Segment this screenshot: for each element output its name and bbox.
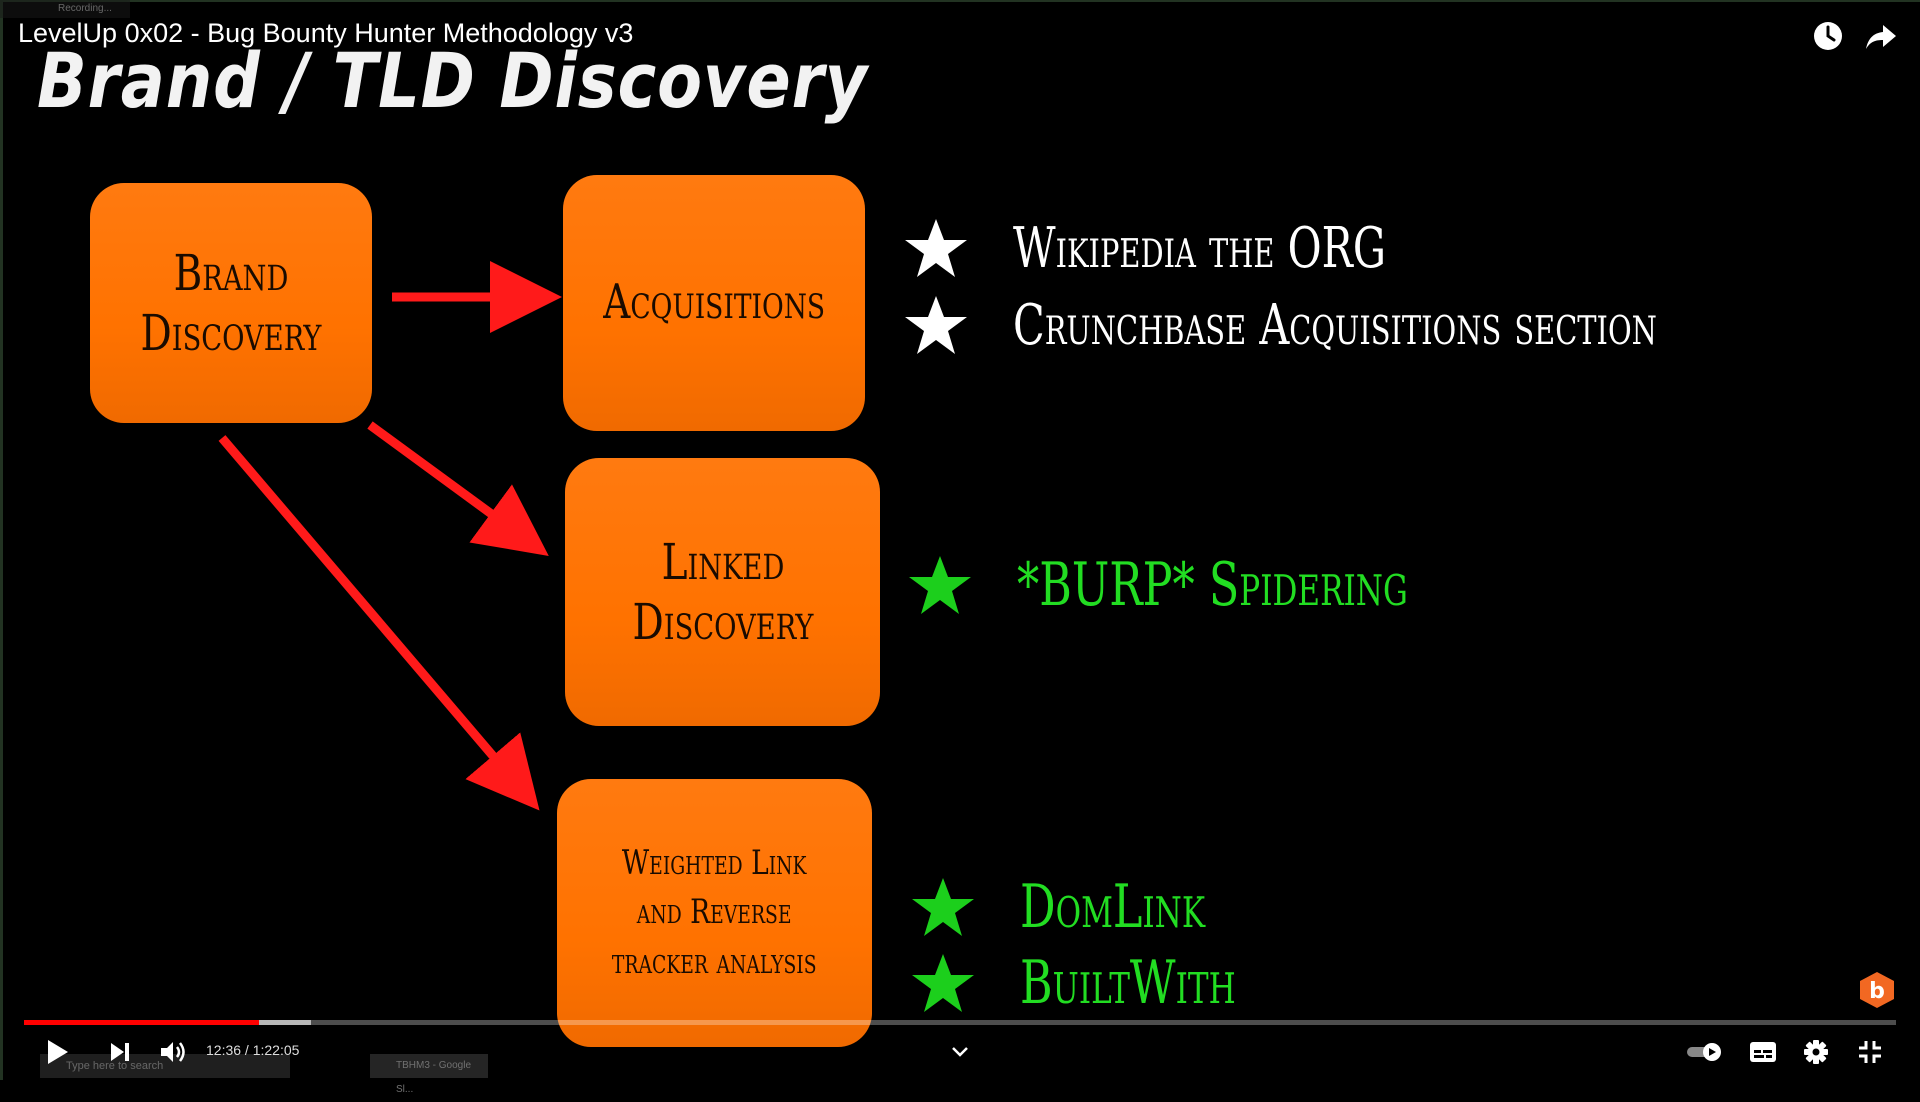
bullet-text: BuiltWith [1020,948,1236,1018]
exit-fullscreen-button[interactable] [1850,1030,1890,1074]
weighted-link-box: Weighted Link and Reverse tracker analys… [557,779,872,1047]
box-line: Weighted Link [622,843,807,884]
autoplay-toggle-icon [1687,1043,1721,1061]
star-icon [907,552,973,618]
bullet-item: BuiltWith [910,948,1311,1018]
progress-played [24,1020,260,1025]
bullet-item: Wikipedia the ORG [903,215,1517,281]
bullet-text: DomLink [1020,872,1206,942]
box-line: and Reverse [637,892,792,933]
subtitles-button[interactable] [1743,1030,1783,1074]
star-icon [903,292,969,358]
video-title[interactable]: LevelUp 0x02 - Bug Bounty Hunter Methodo… [18,18,634,48]
slide-title: Brand / TLD Discovery [37,36,869,125]
star-icon [910,874,976,940]
box-line: Brand [173,244,289,302]
progress-bar[interactable] [24,1020,1896,1025]
settings-button[interactable] [1796,1030,1836,1074]
star-icon [903,215,969,281]
next-button[interactable] [100,1030,140,1074]
bullet-text: *BURP* Spidering [1017,550,1408,620]
bullet-text: Crunchbase Acquisitions section [1013,292,1657,358]
linked-discovery-box: Linked Discovery [565,458,880,726]
clock-icon[interactable] [1810,18,1846,54]
bullet-text: Wikipedia the ORG [1013,215,1386,281]
taskbar-search: Type here to search [40,1054,290,1078]
brand-discovery-box: Brand Discovery [90,183,372,423]
bullet-item: *BURP* Spidering [907,550,1545,620]
box-line: Discovery [140,304,322,362]
box-line: Discovery [632,593,813,651]
background-taskbar: Type here to search TBHM3 - Google Sl... [0,1052,500,1095]
bullet-item: Crunchbase Acquisitions section [903,292,1883,358]
taskbar-tab: TBHM3 - Google Sl... [370,1054,488,1095]
player-controls: 12:36 / 1:22:05 [0,1030,1920,1080]
bullet-item: DomLink [910,872,1270,942]
acquisitions-box: Acquisitions [563,175,865,431]
box-line: tracker analysis [612,941,817,982]
chevron-down-icon[interactable] [940,1030,980,1074]
play-button[interactable] [38,1030,78,1074]
star-icon [910,950,976,1016]
box-line: Acquisitions [603,274,825,331]
logo-letter: b [1869,979,1885,1004]
bugcrowd-logo: b [1857,970,1897,1010]
subtitles-icon [1750,1042,1776,1062]
share-icon[interactable] [1863,18,1899,54]
autoplay-toggle[interactable] [1680,1030,1730,1074]
volume-icon [161,1042,185,1062]
time-display: 12:36 / 1:22:05 [206,1042,300,1058]
volume-button[interactable] [152,1030,194,1074]
play-icon [48,1040,68,1064]
recording-indicator: Recording... [0,0,130,18]
gear-icon [1804,1040,1828,1064]
next-icon [111,1043,129,1061]
box-line: Linked [661,533,784,591]
exit-fullscreen-icon [1859,1041,1881,1063]
